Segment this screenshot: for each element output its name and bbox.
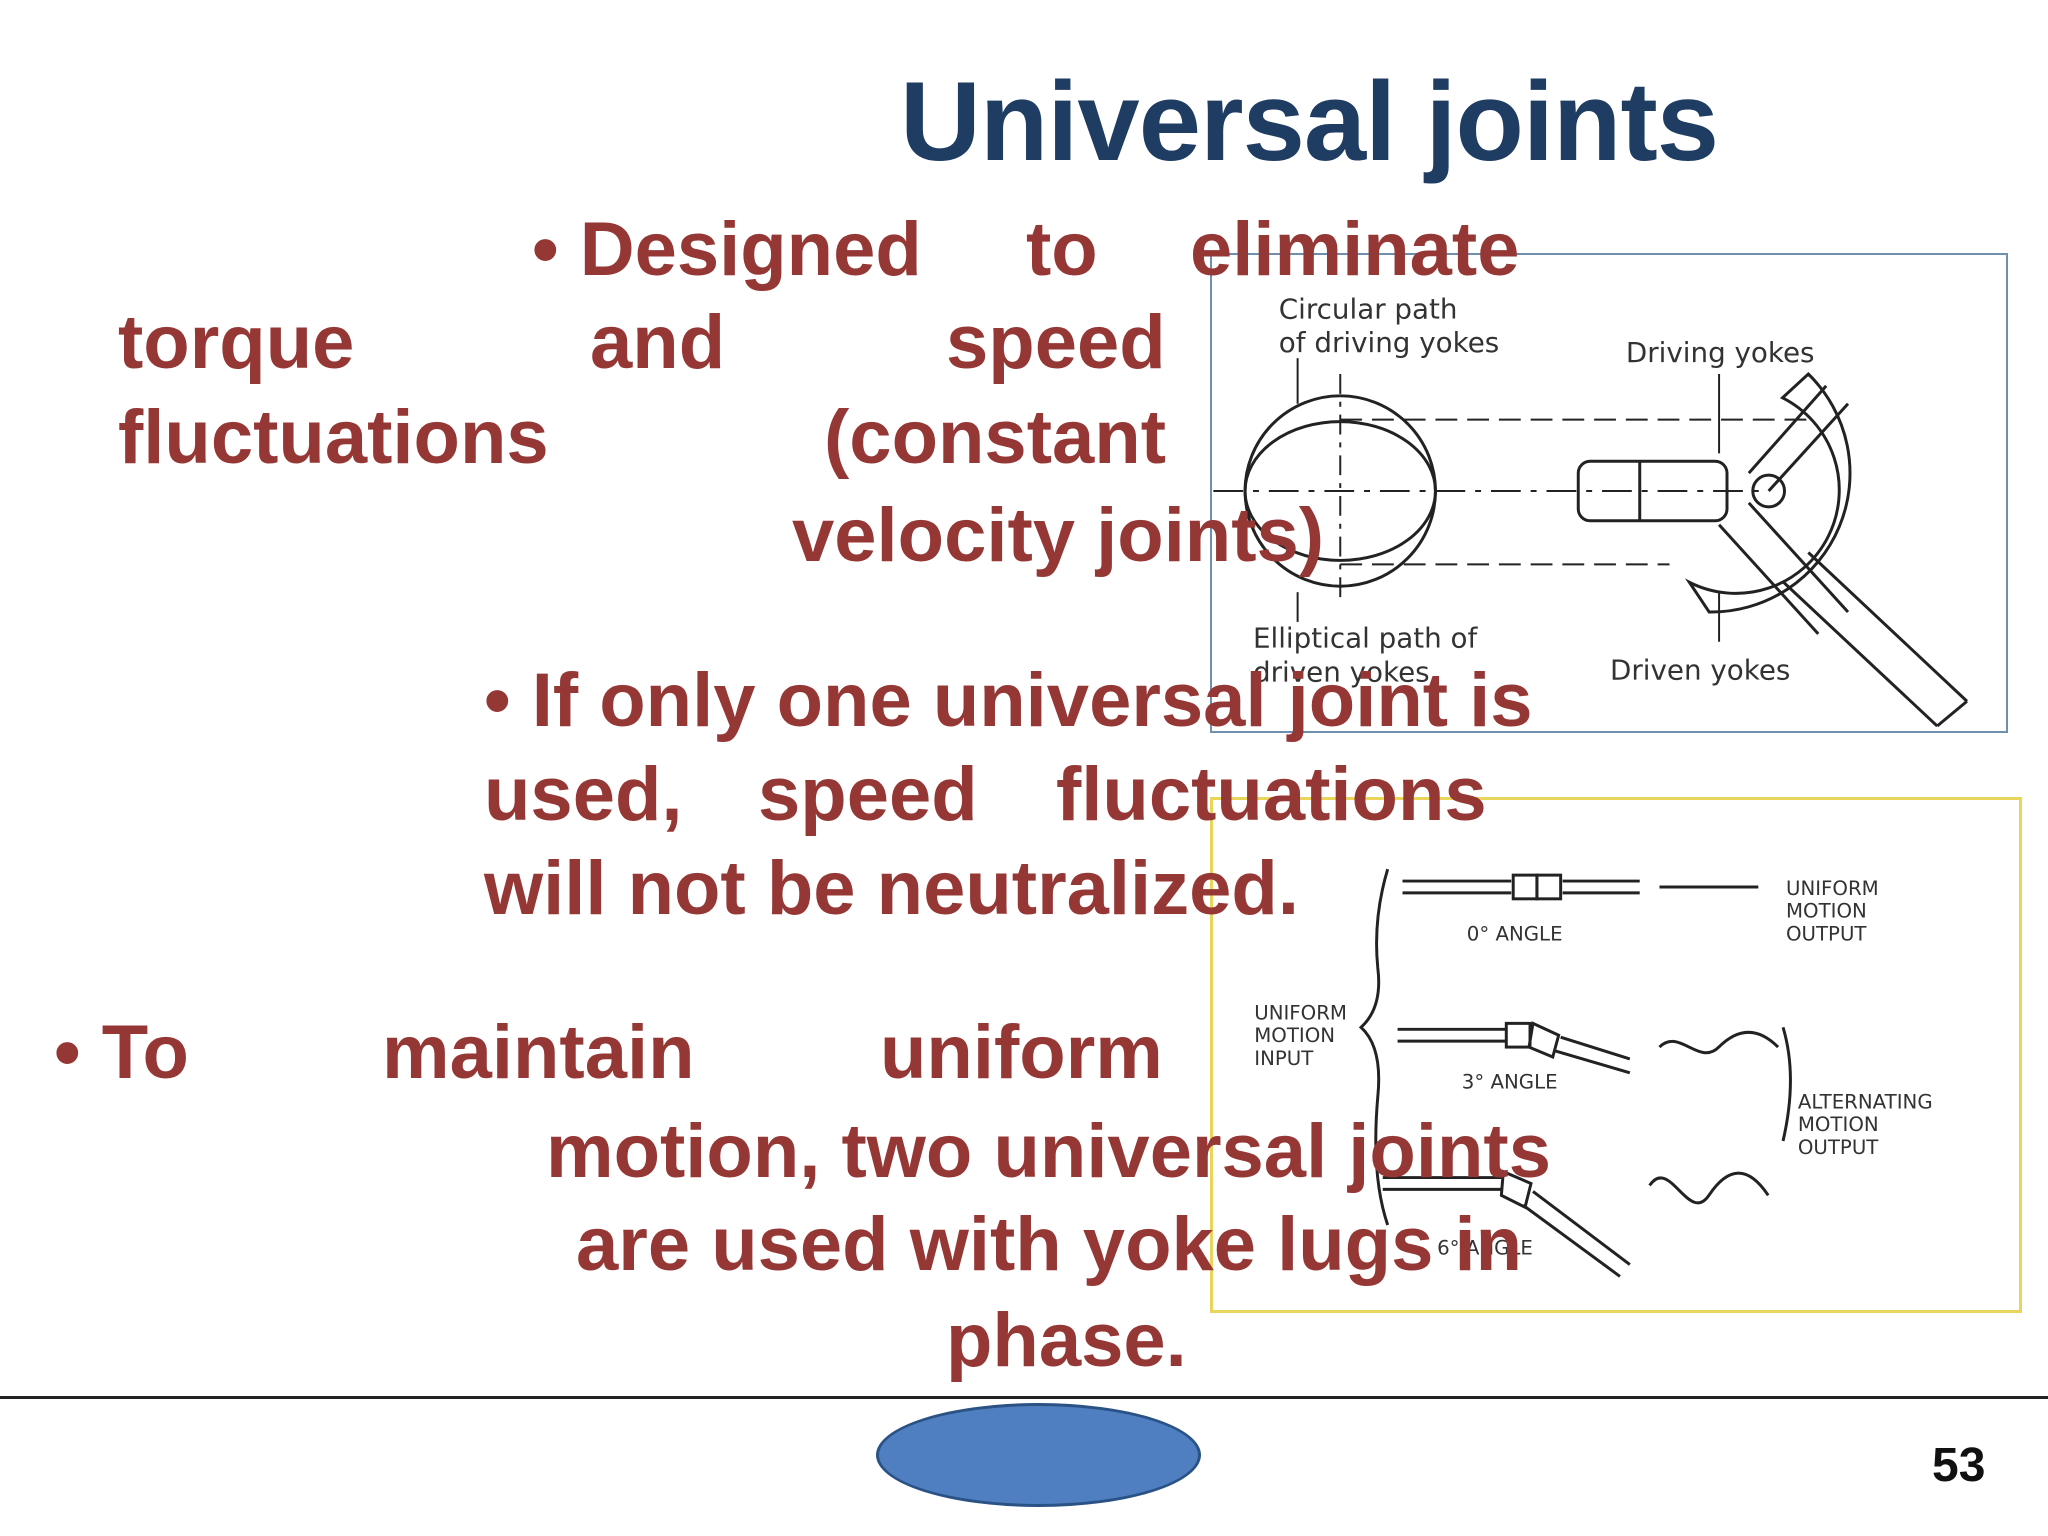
label-angle-0: 0° ANGLE bbox=[1467, 922, 1563, 945]
footer-divider bbox=[0, 1396, 2048, 1399]
label-uniform-output-1: UNIFORM bbox=[1786, 877, 1879, 900]
drive-shaft bbox=[1576, 459, 1729, 523]
bullet1-word-and: and bbox=[590, 300, 726, 385]
bullet3-word-to: • To bbox=[54, 1010, 189, 1095]
bullet1-word-constant: (constant bbox=[824, 395, 1166, 480]
bullet1-word-eliminate: eliminate bbox=[1190, 207, 1520, 292]
label-uniform-output-3: OUTPUT bbox=[1786, 922, 1867, 945]
label-alternating-2: MOTION bbox=[1798, 1113, 1879, 1136]
bullet2-word-speed: speed bbox=[758, 752, 978, 837]
bullet1-line4: velocity joints) bbox=[792, 493, 1325, 578]
bullet2-line3: will not be neutralized. bbox=[484, 846, 1299, 931]
label-uniform-output-2: MOTION bbox=[1786, 900, 1867, 923]
bullet3-line3: are used with yoke lugs in bbox=[576, 1202, 1523, 1287]
label-alternating-1: ALTERNATING bbox=[1798, 1090, 1933, 1113]
bullet2-word-fluctuations: fluctuations bbox=[1056, 752, 1487, 837]
label-driven-yokes: Driven yokes bbox=[1610, 653, 1790, 686]
footer-oval-shape bbox=[876, 1403, 1201, 1507]
joint-center bbox=[1751, 473, 1787, 509]
label-circular-path-2: of driving yokes bbox=[1279, 326, 1499, 359]
label-elliptical-path-2: driven yokes bbox=[1253, 655, 1430, 688]
bullet1-word-designed: • Designed bbox=[532, 207, 922, 292]
output-brace bbox=[1781, 1026, 1792, 1142]
label-alternating-3: OUTPUT bbox=[1798, 1136, 1879, 1159]
bullet3-line4: phase. bbox=[946, 1298, 1187, 1383]
bullet3-word-maintain: maintain bbox=[382, 1010, 695, 1095]
label-circular-path-1: Circular path bbox=[1279, 292, 1458, 325]
label-driving-yokes: Driving yokes bbox=[1626, 336, 1815, 369]
label-uniform-input-3: INPUT bbox=[1254, 1047, 1314, 1070]
bullet3-line2: motion, two universal joints bbox=[546, 1109, 1551, 1194]
driven-yoke-arc bbox=[1684, 371, 1852, 614]
yoke-path-svg: Circular path of driving yokes Driving y… bbox=[1213, 292, 1969, 728]
motion-output-diagram: 0° ANGLE 3° ANGLE 6° ANGLE UNIFORM MOTIO… bbox=[1210, 797, 2022, 1313]
bullet1-word-torque: torque bbox=[118, 300, 355, 385]
slide-title: Universal joints bbox=[900, 59, 1719, 184]
label-angle-3: 3° ANGLE bbox=[1462, 1071, 1558, 1094]
bullet2-word-used: used, bbox=[484, 752, 683, 837]
bullet1-word-to: to bbox=[1026, 207, 1098, 292]
yoke-path-diagram: Circular path of driving yokes Driving y… bbox=[1210, 253, 2008, 733]
label-elliptical-path-1: Elliptical path of bbox=[1253, 622, 1479, 655]
bullet1-word-fluctuations: fluctuations bbox=[118, 395, 549, 480]
large-wave bbox=[1648, 1171, 1770, 1205]
label-angle-6: 6° ANGLE bbox=[1437, 1237, 1533, 1260]
bullet3-word-uniform: uniform bbox=[880, 1010, 1163, 1095]
motion-output-svg: 0° ANGLE 3° ANGLE 6° ANGLE UNIFORM MOTIO… bbox=[1254, 868, 1933, 1278]
bullet1-word-speed: speed bbox=[946, 300, 1166, 385]
label-uniform-input-1: UNIFORM bbox=[1254, 1001, 1347, 1024]
page-number: 53 bbox=[1932, 1439, 1986, 1492]
bullet2-line1: • If only one universal joint is bbox=[484, 658, 1533, 743]
input-brace bbox=[1358, 868, 1390, 1226]
label-uniform-input-2: MOTION bbox=[1254, 1024, 1335, 1047]
small-wave bbox=[1658, 1030, 1780, 1055]
